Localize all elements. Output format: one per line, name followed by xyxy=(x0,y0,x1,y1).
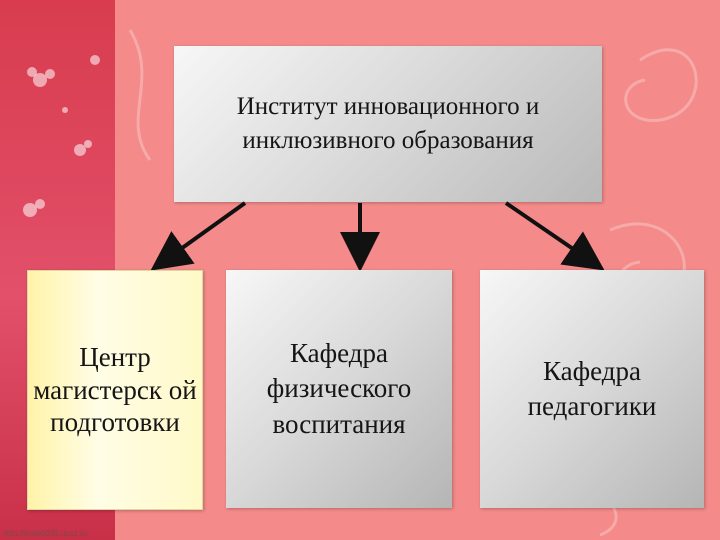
physical-education-node: Кафедра физического воспитания xyxy=(226,270,452,508)
physical-education-label: Кафедра физического воспитания xyxy=(266,338,412,439)
arrow-to-master-center xyxy=(150,201,247,271)
institute-label: Институт инновационного и инклюзивного о… xyxy=(236,93,540,154)
pedagogy-label: Кафедра педагогики xyxy=(527,355,657,421)
arrow-to-pedagogy xyxy=(504,201,605,271)
master-center-node: Центр магистерск ой подготовки xyxy=(27,270,203,510)
watermark-url: http://linda6035.ucoz.ru xyxy=(4,529,88,538)
institute-node: Институт инновационного и инклюзивного о… xyxy=(174,46,602,202)
master-center-label: Центр магистерск ой подготовки xyxy=(33,341,197,438)
pedagogy-node: Кафедра педагогики xyxy=(480,270,704,508)
